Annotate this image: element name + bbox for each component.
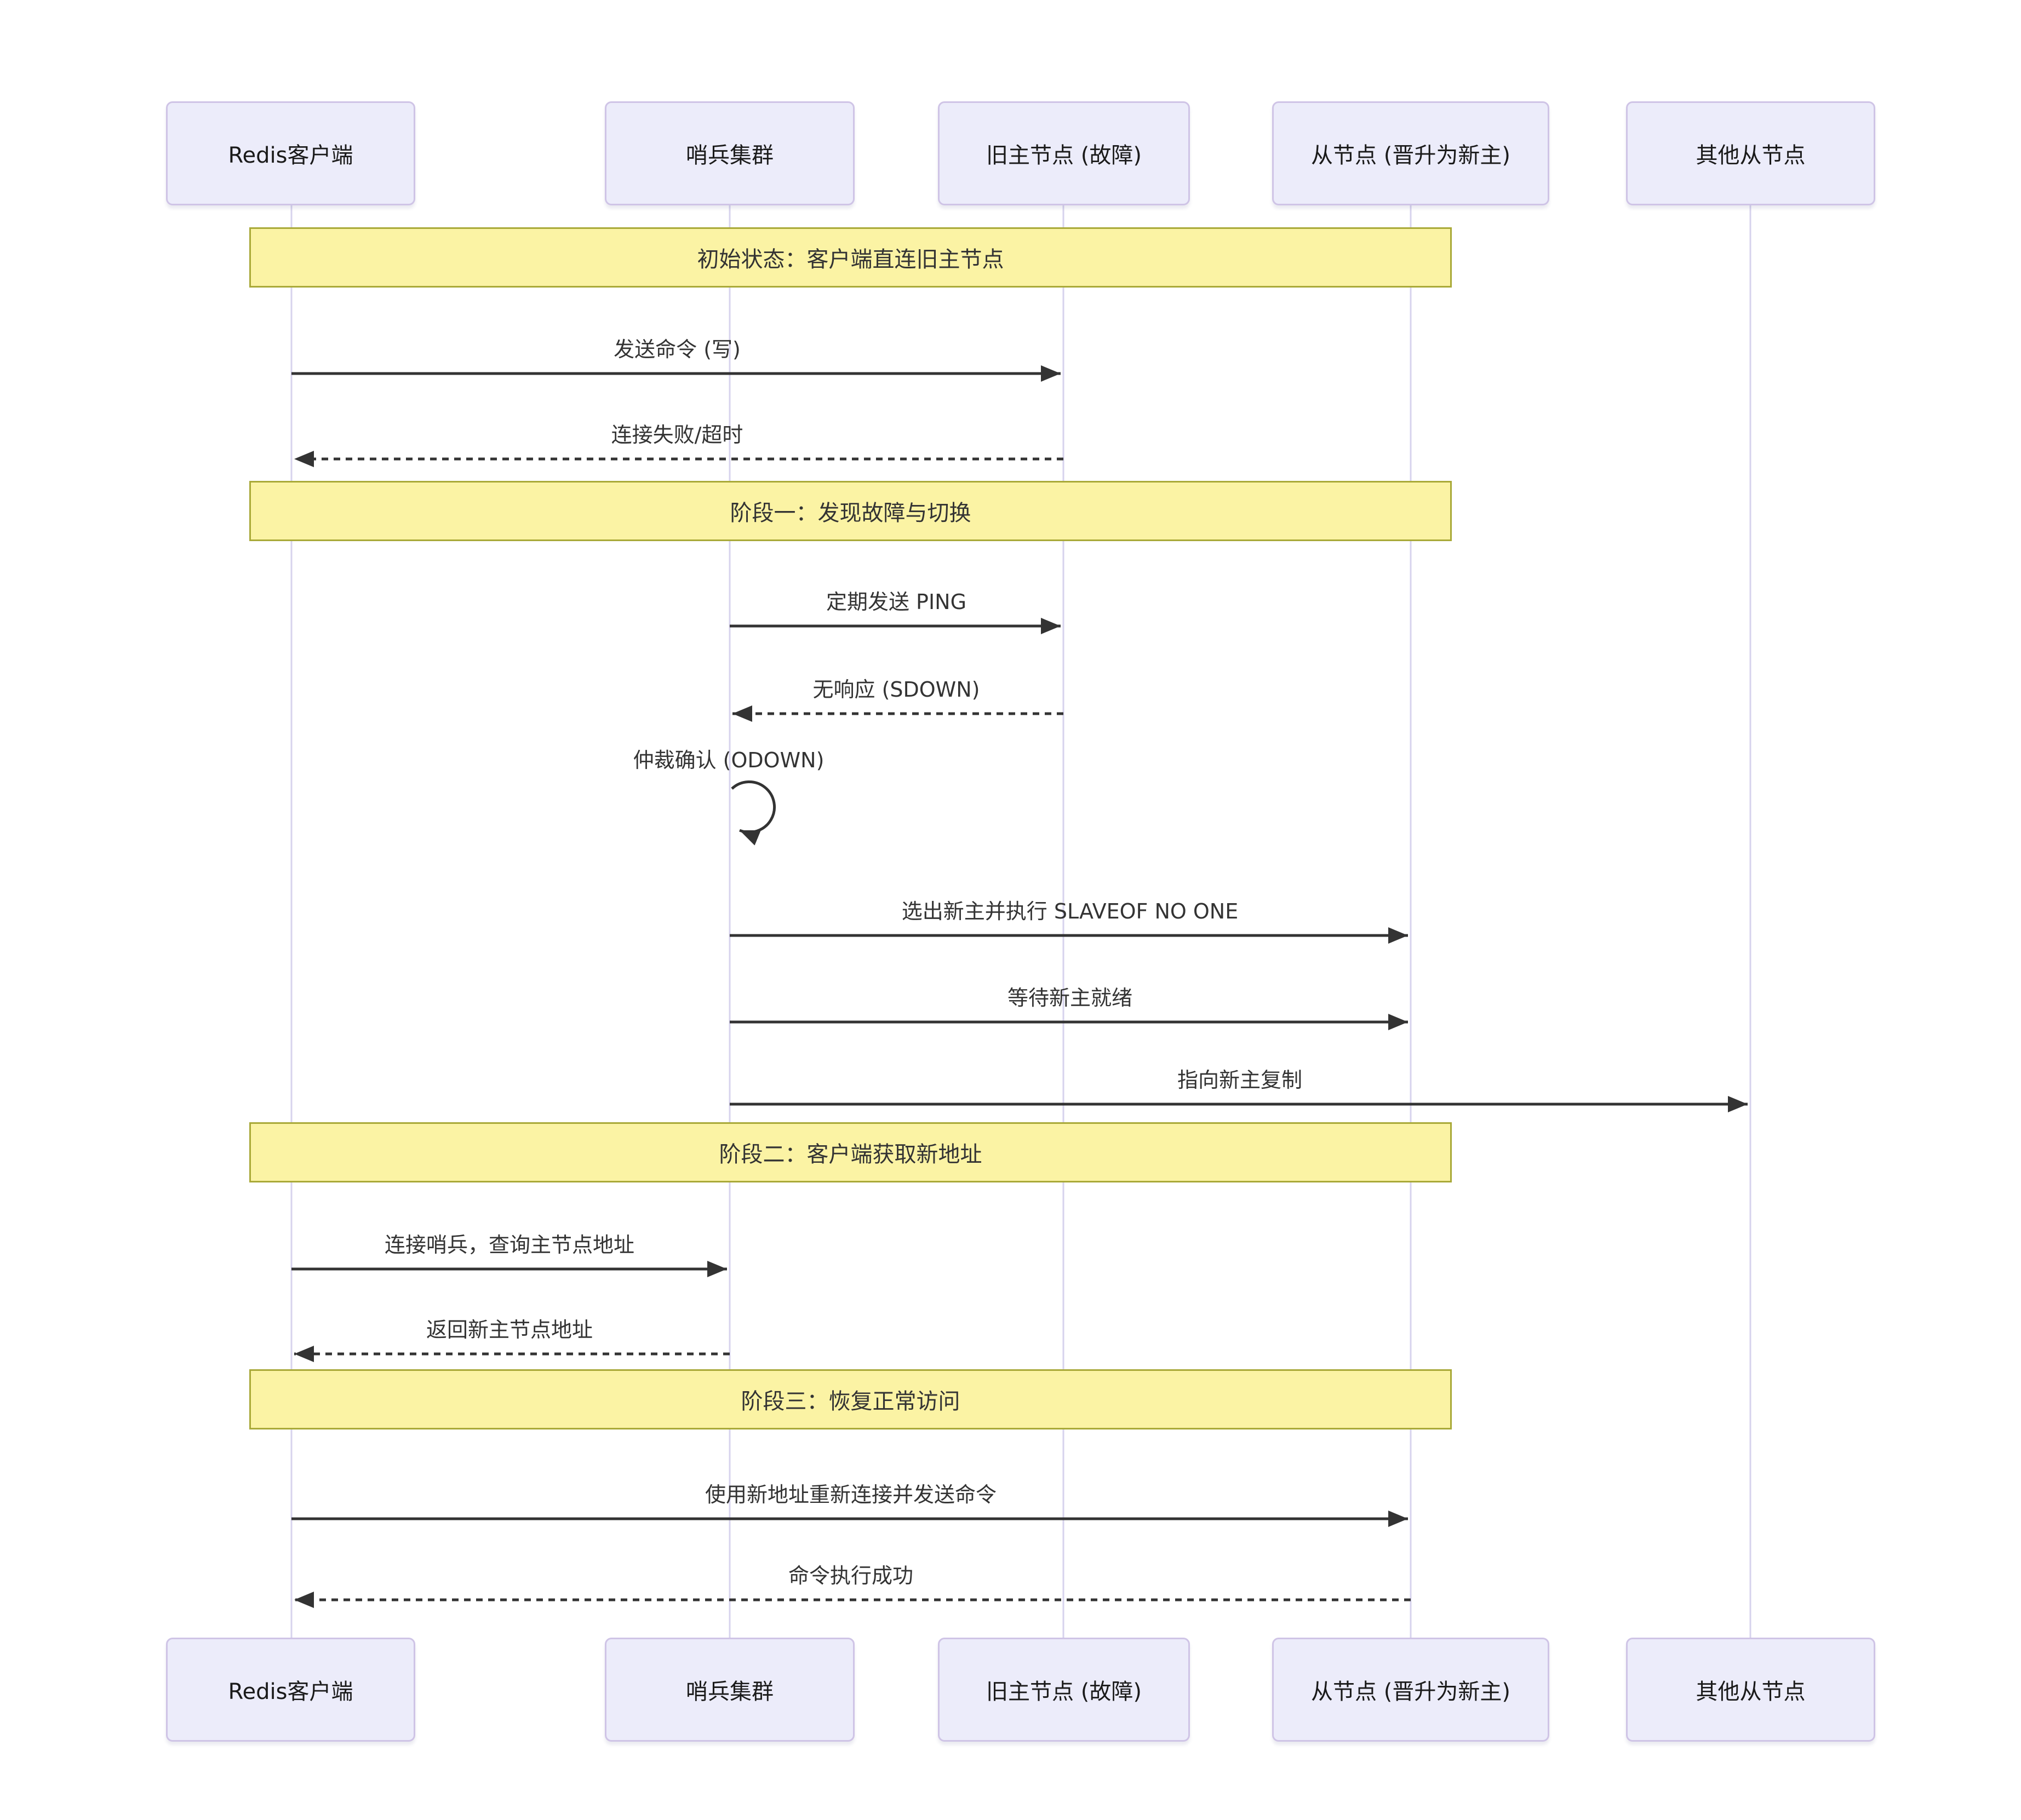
- section-label: 阶段三：恢复正常访问: [741, 1389, 960, 1414]
- participant-top-new-master: 从节点 (晋升为新主): [1272, 101, 1549, 205]
- message-label: 连接失败/超时: [611, 423, 743, 447]
- participant-top-old-master: 旧主节点 (故障): [938, 101, 1190, 205]
- participant-label: 哨兵集群: [686, 143, 774, 168]
- section-label: 阶段一：发现故障与切换: [730, 501, 971, 526]
- section-note-initial-state: 初始状态：客户端直连旧主节点: [249, 227, 1452, 288]
- section-note-phase-3: 阶段三：恢复正常访问: [249, 1369, 1452, 1429]
- message-label: 定期发送 PING: [826, 590, 967, 614]
- message-label: 命令执行成功: [788, 1564, 914, 1588]
- message-label: 指向新主复制: [1177, 1068, 1303, 1092]
- participant-label: 旧主节点 (故障): [986, 143, 1142, 168]
- participant-label: Redis客户端: [228, 1679, 353, 1704]
- participant-label: 其他从节点: [1696, 1679, 1806, 1704]
- participant-label: 从节点 (晋升为新主): [1311, 1679, 1510, 1704]
- message-label: 等待新主就绪: [1007, 986, 1133, 1010]
- message-label: 选出新主并执行 SLAVEOF NO ONE: [901, 899, 1239, 923]
- participant-bottom-new-master: 从节点 (晋升为新主): [1272, 1638, 1549, 1742]
- participant-label: 其他从节点: [1696, 143, 1806, 168]
- message-label: 返回新主节点地址: [426, 1318, 593, 1342]
- participant-bottom-other-slaves: 其他从节点: [1626, 1638, 1875, 1742]
- message-label: 仲裁确认 (ODOWN): [633, 748, 825, 772]
- participant-label: 哨兵集群: [686, 1679, 774, 1704]
- participant-label: Redis客户端: [228, 143, 353, 168]
- section-label: 阶段二：客户端获取新地址: [719, 1142, 982, 1167]
- self-loop-odown: [731, 780, 776, 846]
- message-label: 无响应 (SDOWN): [812, 678, 980, 702]
- participant-bottom-redis-client: Redis客户端: [166, 1638, 415, 1742]
- message-label: 连接哨兵，查询主节点地址: [384, 1233, 635, 1257]
- message-label: 发送命令 (写): [614, 337, 741, 361]
- participant-label: 从节点 (晋升为新主): [1311, 143, 1510, 168]
- section-note-phase-1: 阶段一：发现故障与切换: [249, 481, 1452, 541]
- participant-bottom-old-master: 旧主节点 (故障): [938, 1638, 1190, 1742]
- participant-label: 旧主节点 (故障): [986, 1679, 1142, 1704]
- message-label: 使用新地址重新连接并发送命令: [705, 1483, 997, 1507]
- participant-top-sentinel-cluster: 哨兵集群: [605, 101, 855, 205]
- section-label: 初始状态：客户端直连旧主节点: [697, 247, 1004, 272]
- section-note-phase-2: 阶段二：客户端获取新地址: [249, 1122, 1452, 1182]
- participant-bottom-sentinel-cluster: 哨兵集群: [605, 1638, 855, 1742]
- participant-top-other-slaves: 其他从节点: [1626, 101, 1875, 205]
- participant-top-redis-client: Redis客户端: [166, 101, 415, 205]
